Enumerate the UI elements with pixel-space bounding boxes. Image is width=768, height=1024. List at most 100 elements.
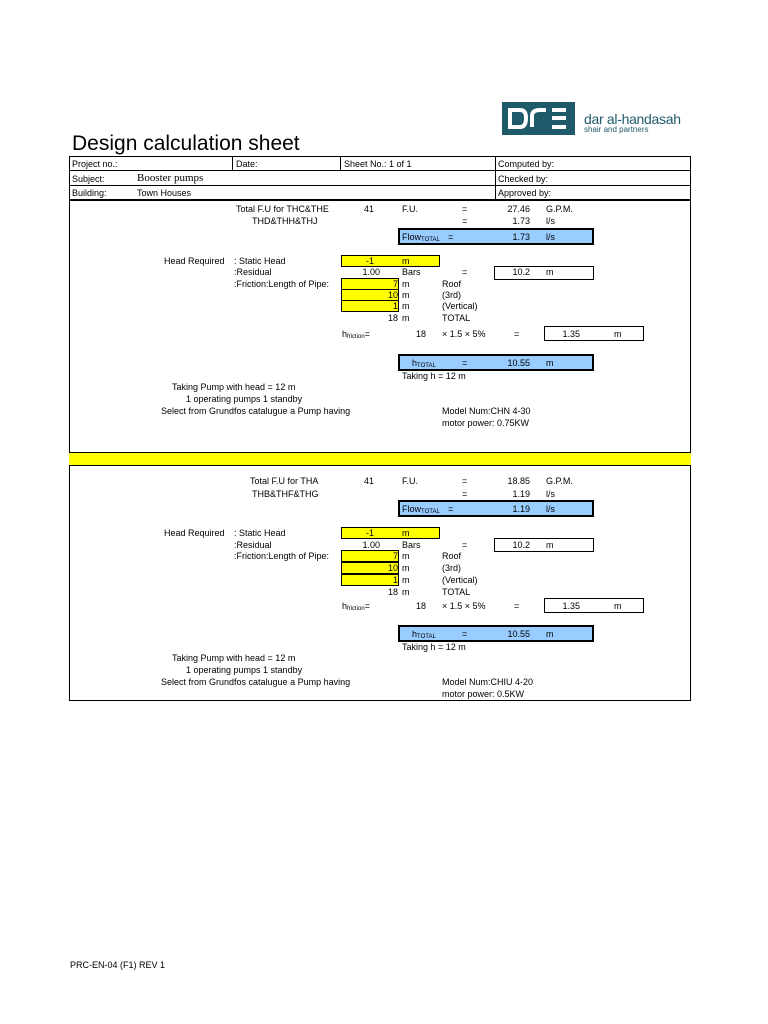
pipe-length-unit: m xyxy=(402,301,410,311)
pipe-length-value: 7 xyxy=(392,279,398,289)
residual-label: :Residual xyxy=(234,267,272,277)
pipe-length-value: 10 xyxy=(387,290,398,300)
h-friction-box xyxy=(544,326,644,341)
pipe-length-note: (Vertical) xyxy=(442,301,478,311)
equals-sign: = xyxy=(462,629,468,639)
flow-total-label: FlowTOTAL xyxy=(402,504,440,515)
pipe-length-value: 1 xyxy=(392,301,398,311)
equals-sign: = xyxy=(448,232,454,242)
pump-motor-power: motor power: 0.5KW xyxy=(442,689,525,699)
pipe-length-3rd-cell[interactable] xyxy=(341,562,399,574)
form-reference: PRC-EN-04 (F1) REV 1 xyxy=(70,960,166,970)
page-title: Design calculation sheet xyxy=(72,132,300,155)
h-friction-length: 18 xyxy=(415,329,426,339)
pipe-length-unit: m xyxy=(402,551,410,561)
static-head-unit: m xyxy=(402,256,410,266)
pump-operating-note: 1 operating pumps 1 standby xyxy=(186,394,303,404)
equals-sign: = xyxy=(462,489,468,499)
equals-sign: = xyxy=(448,504,454,514)
equals-sign: = xyxy=(462,476,468,486)
h-total-label: hTOTAL xyxy=(412,358,436,369)
h-friction-formula: × 1.5 × 5% xyxy=(442,329,486,339)
pipe-length-note: Roof xyxy=(442,551,462,561)
building-label: Building: xyxy=(72,188,107,198)
residual-m-value: 10.2 xyxy=(512,267,530,277)
pump-motor-power: motor power: 0.75KW xyxy=(442,418,530,428)
pump-operating-note: 1 operating pumps 1 standby xyxy=(186,665,303,675)
h-total-unit: m xyxy=(546,629,554,639)
taking-h-note: Taking h = 12 m xyxy=(402,642,466,652)
equals-sign: = xyxy=(462,267,468,277)
h-total-value: 10.55 xyxy=(507,358,530,368)
equals-sign: = xyxy=(462,540,468,550)
static-head-cell[interactable] xyxy=(341,255,440,267)
pipe-length-note: Roof xyxy=(442,279,462,289)
h-total-box xyxy=(398,354,594,371)
fu-unit: F.U. xyxy=(402,476,419,486)
taking-h-note: Taking h = 12 m xyxy=(402,371,466,381)
gpm-unit: G.P.M. xyxy=(546,476,573,486)
static-head-label: : Static Head xyxy=(234,256,286,266)
company-logo-mark xyxy=(502,102,575,135)
pipe-length-note: (Vertical) xyxy=(442,575,478,585)
h-friction-label: hfriction= xyxy=(342,329,370,340)
subject-value: Booster pumps xyxy=(137,172,204,184)
pipe-total-note: TOTAL xyxy=(442,313,471,323)
pipe-length-roof-cell[interactable] xyxy=(341,550,399,562)
date-label: Date: xyxy=(236,159,258,169)
pipe-length-vertical-cell[interactable] xyxy=(341,300,399,312)
pipe-length-value: 7 xyxy=(392,551,398,561)
ls-value: 1.73 xyxy=(512,216,530,226)
friction-label: :Friction:Length of Pipe: xyxy=(234,279,330,289)
ls-value: 1.19 xyxy=(512,489,530,499)
pipe-length-vertical-cell[interactable] xyxy=(341,574,399,586)
fu-label-2: THB&THF&THG xyxy=(252,489,319,499)
pipe-total-value: 18 xyxy=(387,313,398,323)
residual-m-box xyxy=(494,538,594,552)
ls-unit: l/s xyxy=(546,216,555,226)
fu-value: 41 xyxy=(364,476,375,486)
computed-by-label: Computed by: xyxy=(498,159,555,169)
company-name: dar al-handasah xyxy=(584,111,681,127)
pipe-length-unit: m xyxy=(402,279,410,289)
equals-sign: = xyxy=(462,358,468,368)
residual-m-value: 10.2 xyxy=(512,540,530,550)
subject-label: Subject: xyxy=(72,174,105,184)
pipe-total-note: TOTAL xyxy=(442,587,471,597)
residual-value: 1.00 xyxy=(362,540,380,550)
building-value: Town Houses xyxy=(137,188,192,198)
logo-icon xyxy=(508,108,566,129)
residual-value: 1.00 xyxy=(362,267,380,277)
pump-select-note: Select from Grundfos catalugue a Pump ha… xyxy=(161,406,351,416)
h-friction-box xyxy=(544,598,644,613)
h-friction-value: 1.35 xyxy=(562,329,580,339)
flow-total-value: 1.19 xyxy=(512,504,530,514)
static-head-unit: m xyxy=(402,528,410,538)
h-total-unit: m xyxy=(546,358,554,368)
project-label: Project no.: xyxy=(72,159,118,169)
pump-head-note: Taking Pump with head = 12 m xyxy=(172,653,296,663)
pipe-length-unit: m xyxy=(402,290,410,300)
static-head-label: : Static Head xyxy=(234,528,286,538)
head-required-label: Head Required xyxy=(164,256,225,266)
equals-sign: = xyxy=(514,601,520,611)
equals-sign: = xyxy=(514,329,520,339)
pipe-length-unit: m xyxy=(402,575,410,585)
pipe-length-note: (3rd) xyxy=(442,290,462,300)
pump-model: Model Num:CHN 4-30 xyxy=(442,406,531,416)
flow-total-value: 1.73 xyxy=(512,232,530,242)
flow-total-unit: l/s xyxy=(546,232,555,242)
fu-label-1: Total F.U for THC&THE xyxy=(236,204,329,214)
static-head-cell[interactable] xyxy=(341,527,440,539)
sheet-number: Sheet No.: 1 of 1 xyxy=(344,159,412,169)
ls-unit: l/s xyxy=(546,489,555,499)
fu-value: 41 xyxy=(364,204,375,214)
static-head-value: -1 xyxy=(365,528,374,538)
flow-total-label: FlowTOTAL xyxy=(402,232,440,243)
residual-unit: Bars xyxy=(402,267,421,277)
residual-m-box xyxy=(494,266,594,280)
flow-total-box xyxy=(398,500,594,517)
h-friction-label: hfriction= xyxy=(342,601,370,612)
residual-label: :Residual xyxy=(234,540,272,550)
pipe-total-unit: m xyxy=(402,587,410,597)
